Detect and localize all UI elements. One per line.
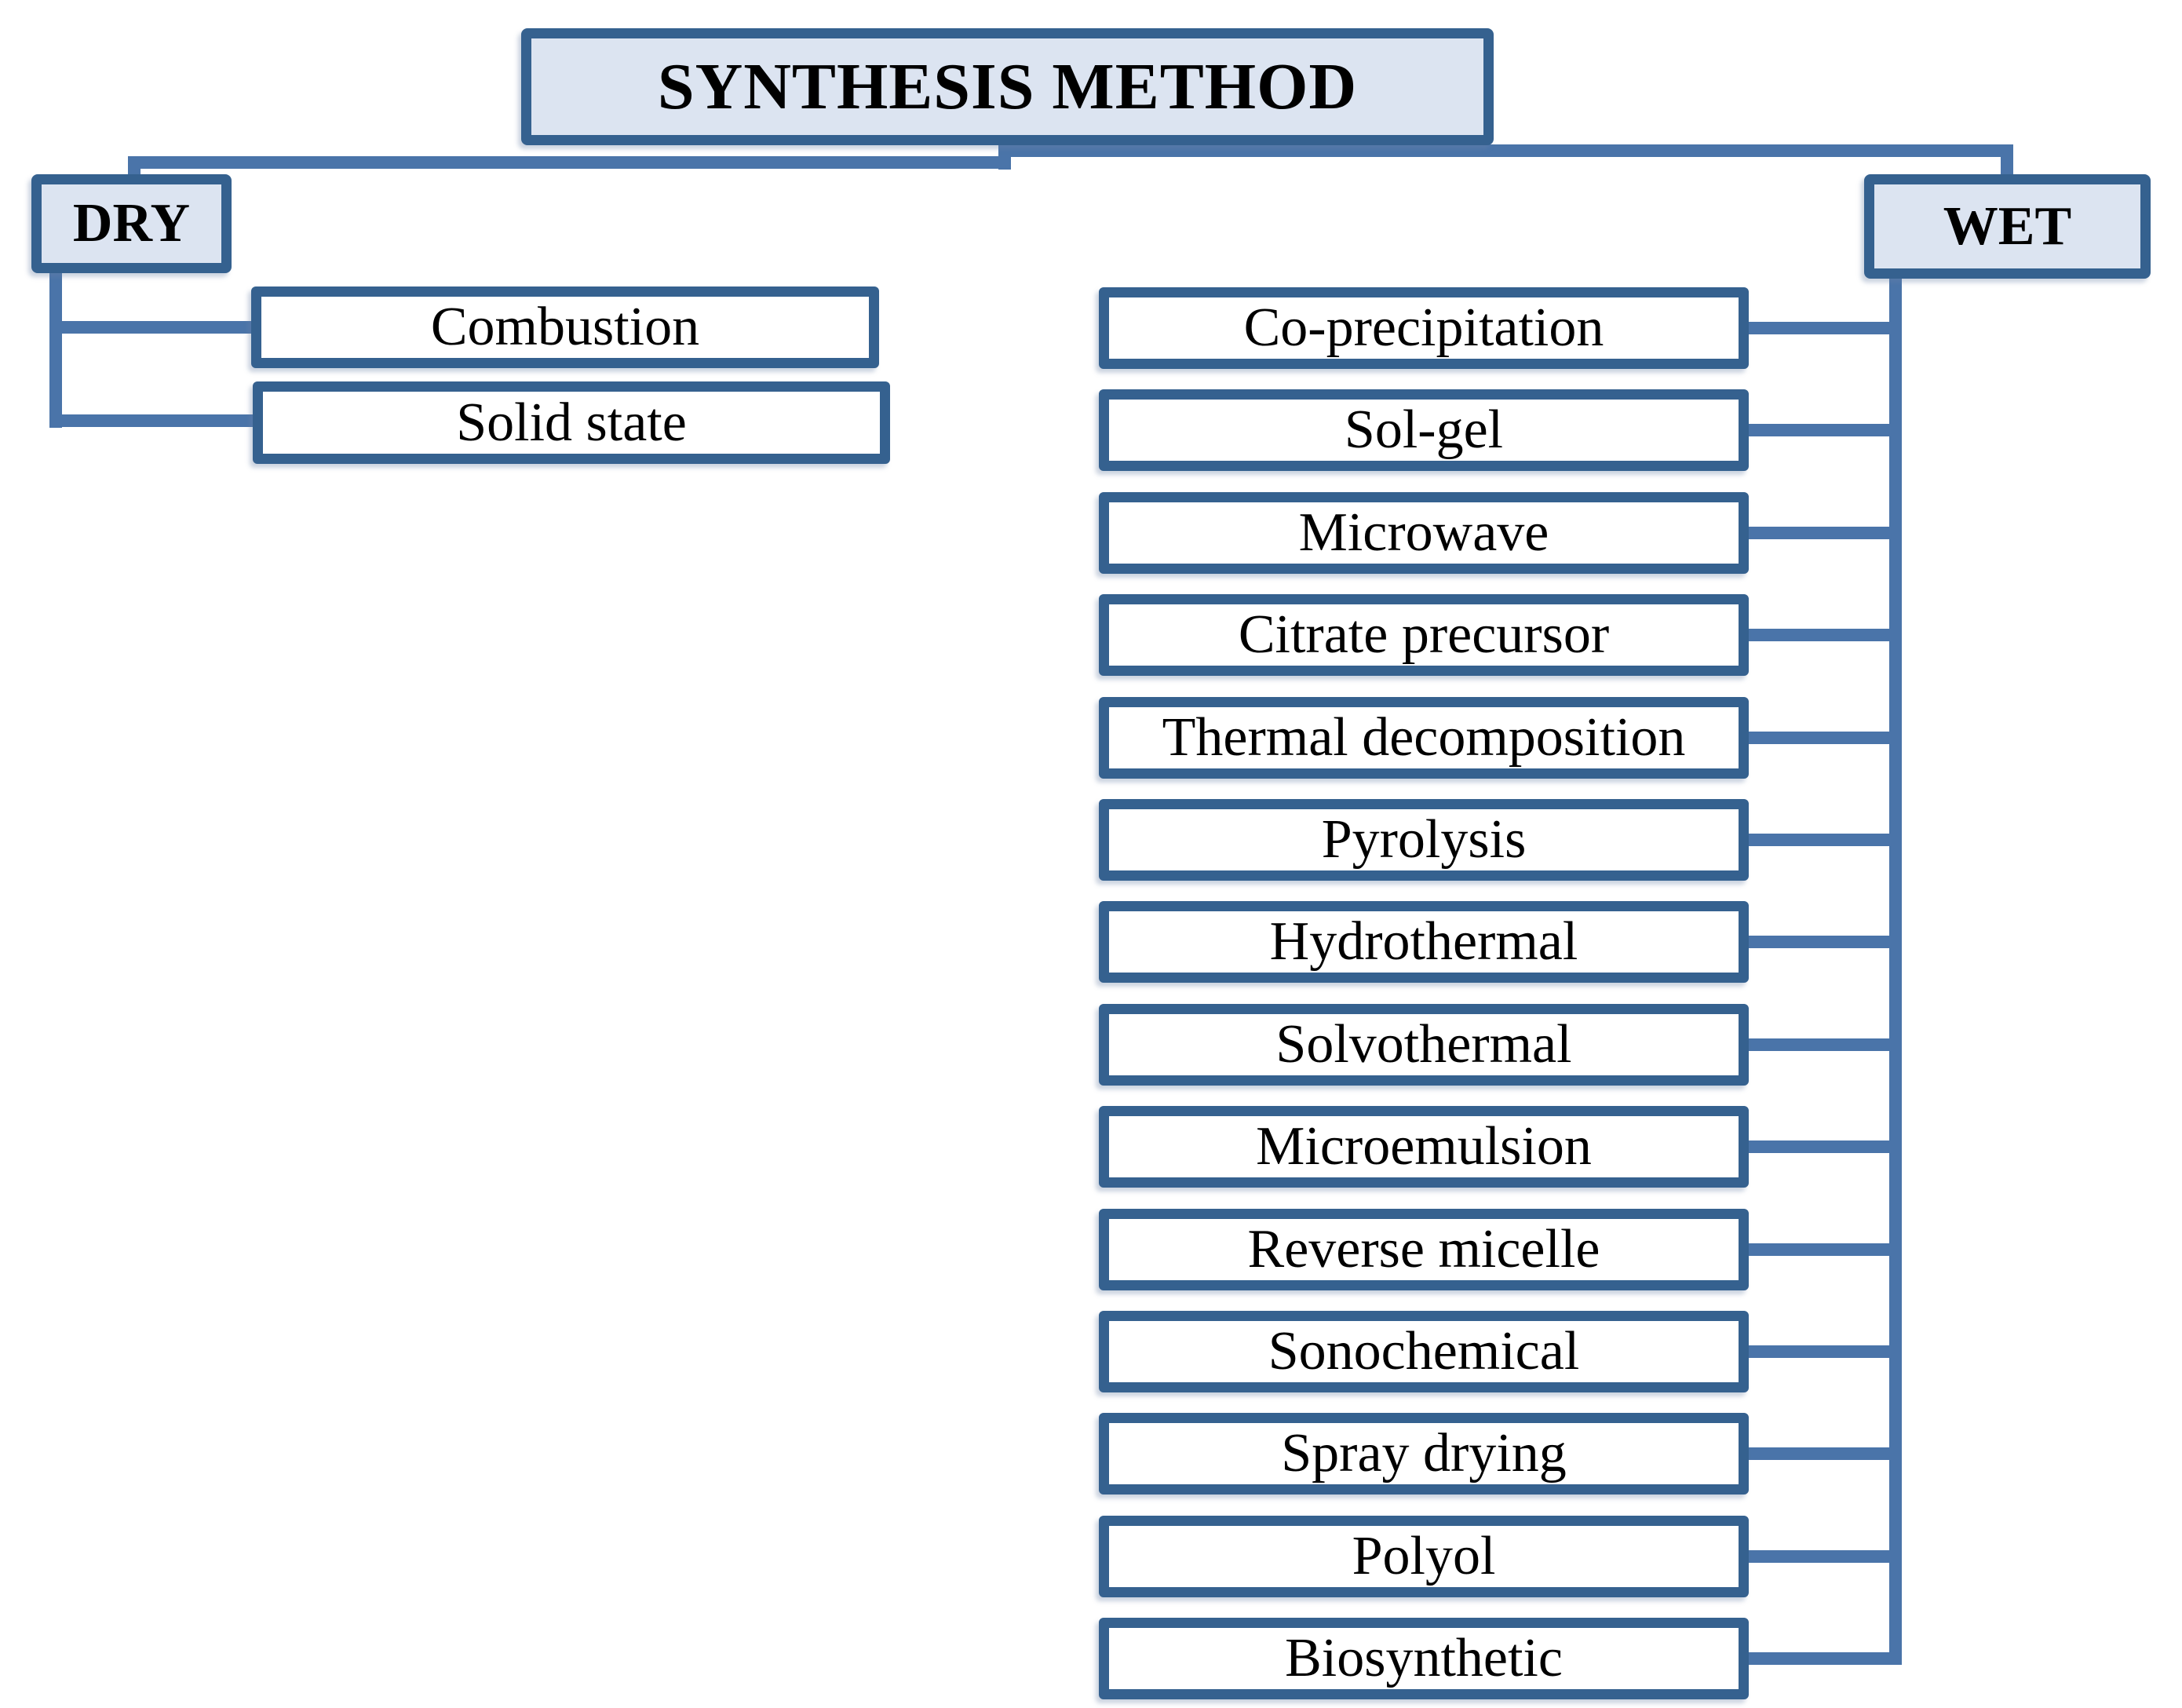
connector-branch-citrate-precursor [1746,629,1902,641]
node-microemulsion: Microemulsion [1099,1106,1749,1188]
connector-drop-to-wet [2001,144,2013,178]
node-combustion: Combustion [251,286,879,368]
connector-wet-trunk [1889,276,1902,1665]
node-biosynthetic: Biosynthetic [1099,1618,1749,1699]
connector-dry-vline [49,271,62,428]
connector-branch-solid-state [49,414,257,427]
connector-branch-microwave [1746,527,1902,539]
connector-hline-left [128,156,1011,169]
connector-branch-pyrolysis [1746,834,1902,846]
connector-branch-co-precipitation [1746,322,1902,334]
connector-drop-to-dry [128,156,140,178]
node-hydrothermal: Hydrothermal [1099,901,1749,983]
connector-branch-sonochemical [1746,1345,1902,1358]
wet-header-node: WET [1864,174,2151,279]
connector-branch-microemulsion [1746,1140,1902,1153]
node-citrate-precursor: Citrate precursor [1099,594,1749,676]
node-microwave: Microwave [1099,492,1749,574]
title-node: SYNTHESIS METHOD [521,28,1494,145]
node-reverse-micelle: Reverse micelle [1099,1209,1749,1290]
connector-branch-spray-drying [1746,1447,1902,1460]
node-sol-gel: Sol-gel [1099,389,1749,471]
node-pyrolysis: Pyrolysis [1099,799,1749,881]
node-sonochemical: Sonochemical [1099,1311,1749,1392]
connector-branch-hydrothermal [1746,936,1902,948]
connector-branch-biosynthetic [1746,1652,1902,1665]
node-polyol: Polyol [1099,1516,1749,1597]
connector-branch-combustion [49,321,257,334]
connector-branch-thermal-decomposition [1746,732,1902,744]
connector-hline-right [998,144,2013,157]
connector-branch-solvothermal [1746,1038,1902,1051]
node-solvothermal: Solvothermal [1099,1004,1749,1086]
node-solid-state: Solid state [253,381,890,464]
connector-branch-reverse-micelle [1746,1243,1902,1256]
dry-header-node: DRY [31,174,232,273]
node-co-precipitation: Co-precipitation [1099,287,1749,369]
connector-branch-sol-gel [1746,424,1902,436]
connector-branch-polyol [1746,1550,1902,1563]
node-thermal-decomposition: Thermal decomposition [1099,697,1749,779]
node-spray-drying: Spray drying [1099,1413,1749,1494]
